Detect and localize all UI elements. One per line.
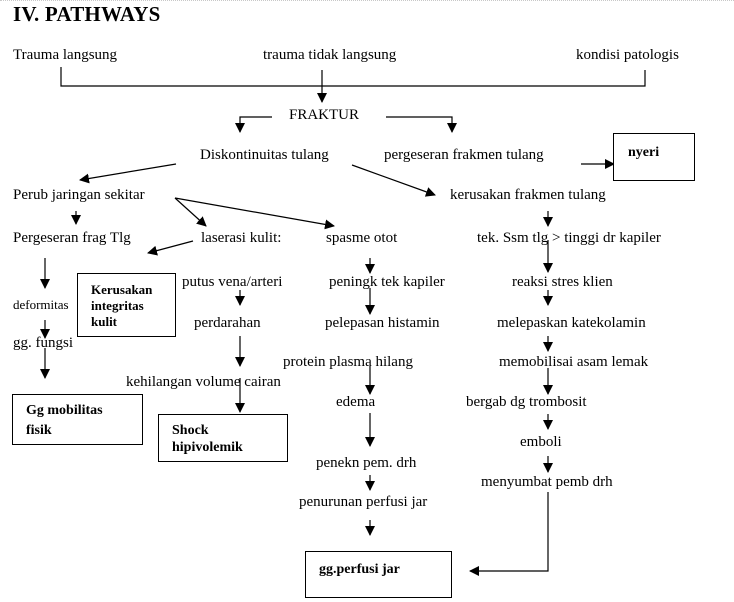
node-fraktur: FRAKTUR [289,107,360,123]
node-penurunan-perfusi: penurunan perfusi jar [299,494,428,510]
node-melepaskan-katekolamin: melepaskan katekolamin [497,315,646,331]
box-nyeri: nyeri [613,133,695,181]
arrow-perub-to-spasme [174,197,335,230]
node-laserasi-kulit: laserasi kulit: [201,230,282,246]
box-skin-line-1: Kerusakan [91,282,153,297]
box-nyeri-label: nyeri [628,145,660,160]
node-reaksi-stres: reaksi stres klien [512,274,613,290]
node-emboli: emboli [520,434,562,450]
node-menyumbat-pemb-drh: menyumbat pemb drh [481,474,613,490]
node-putus-vena-arteri: putus vena/arteri [182,274,283,290]
node-perdarahan: perdarahan [194,315,261,331]
box-skin-line-3: kulit [91,314,118,329]
node-pelepasan-histamin: pelepasan histamin [325,315,440,331]
node-bergab-trombosit: bergab dg trombosit [466,394,587,410]
box-shock-hipivolemik: Shock hipivolemik [158,414,288,462]
box-shock-line-2: hipivolemik [172,440,243,455]
arrow-fraktur-to-diskontinuitas [235,116,272,133]
node-memobilisai-asam-lemak: memobilisai asam lemak [499,354,649,370]
node-kerusakan-frakmen: kerusakan frakmen tulang [450,187,606,203]
cause-bracket-line [60,67,646,87]
node-perub-jaringan: Perub jaringan sekitar [13,187,145,203]
box-gg-perfusi-jar: gg.perfusi jar [305,551,452,598]
node-kehilangan-volume: kehilangan volume cairan [126,374,281,390]
box-perfusion-label: gg.perfusi jar [319,562,400,577]
node-protein-plasma: protein plasma hilang [283,354,413,370]
node-peningk-tek-kapiler: peningk tek kapiler [329,274,445,290]
page-top-border [0,0,734,1]
arrow-diskontinuitas-to-kerusakan [351,164,436,197]
box-mobility-line-1: Gg mobilitas [26,403,103,418]
section-title: IV. PATHWAYS [13,2,161,26]
box-skin-line-2: integritas [91,298,144,313]
box-gg-mobilitas-fisik: Gg mobilitas fisik [12,394,143,445]
node-pergeseran-frag: Pergeseran frag Tlg [13,230,131,246]
node-penekn-pem-drh: penekn pem. drh [316,455,417,471]
box-shock-line-1: Shock [172,423,209,438]
node-diskontinuitas-tulang: Diskontinuitas tulang [200,147,329,163]
arrow-fraktur-to-pergeseran [386,116,457,133]
arrow-laserasi-to-skin-box [147,240,194,256]
box-mobility-line-2: fisik [26,423,52,438]
node-deformitas: deformitas [13,297,69,312]
cause-trauma-langsung: Trauma langsung [13,47,118,63]
cause-kondisi-patologis: kondisi patologis [576,47,679,63]
node-edema: edema [336,394,376,410]
box-kerusakan-integritas-kulit: Kerusakan integritas kulit [77,273,176,337]
arrow-menyumbat-to-perfusion-box [469,492,549,576]
node-spasme-otot: spasme otot [326,230,398,246]
node-gg-fungsi: gg. fungsi [13,335,73,351]
node-tek-ssm-tlg: tek. Ssm tlg > tinggi dr kapiler [477,230,661,246]
node-pergeseran-frakmen: pergeseran frakmen tulang [384,147,544,163]
cause-trauma-tidak-langsung: trauma tidak langsung [263,47,397,63]
arrow-perub-to-laserasi [174,197,207,227]
arrow-diskontinuitas-to-perub [79,163,177,184]
